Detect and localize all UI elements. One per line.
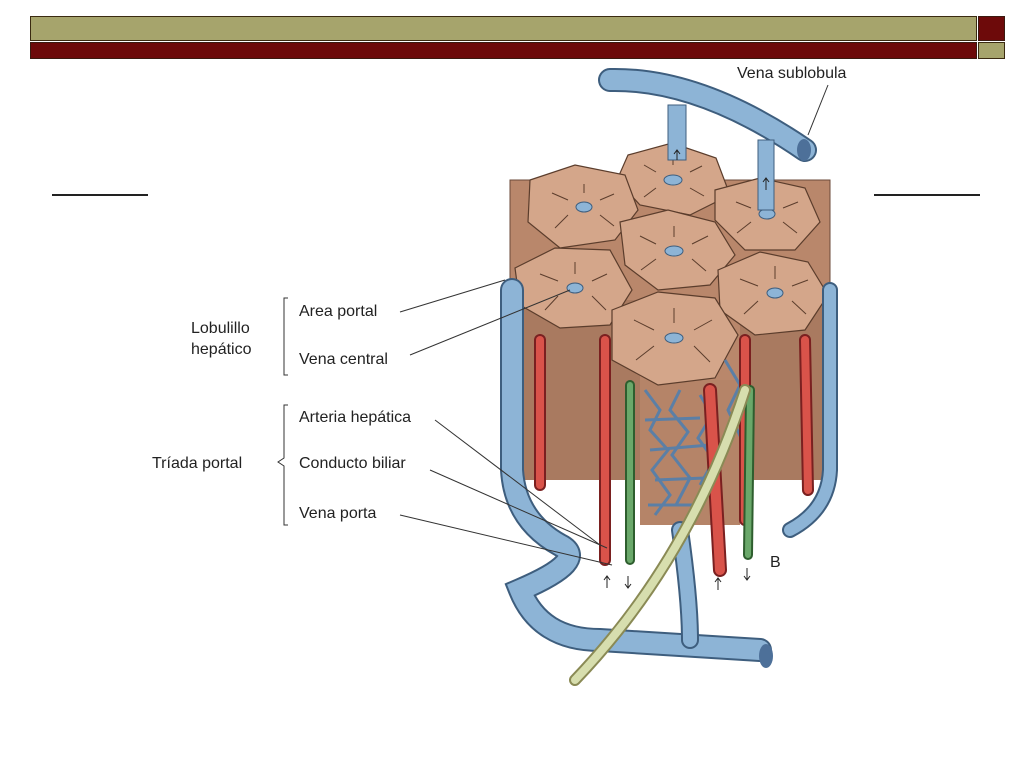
- header-olive-square: [978, 42, 1005, 59]
- central-vein: [566, 282, 584, 294]
- header-maroon-bar: [30, 42, 977, 59]
- label-vena-sublobula: Vena sublobula: [737, 65, 847, 82]
- header-maroon-square: [978, 16, 1005, 41]
- central-vein: [664, 332, 684, 344]
- label-vena-central: Vena central: [299, 351, 388, 368]
- brackets: [277, 297, 288, 526]
- hepatic-cords: [539, 158, 809, 363]
- label-vena-porta: Vena porta: [299, 505, 377, 522]
- header-olive-bar: [30, 16, 977, 41]
- central-vein: [663, 174, 683, 186]
- label-conducto-biliar: Conducto biliar: [299, 455, 406, 472]
- central-vein: [766, 287, 784, 299]
- label-lobulillo-line1: Lobulillo: [191, 320, 250, 337]
- flow-arrows: [603, 149, 770, 590]
- label-arteria-hepatica: Arteria hepática: [299, 409, 411, 426]
- leader-lines: [399, 84, 829, 566]
- bile-ducts: [569, 380, 755, 686]
- label-triada-portal: Tríada portal: [152, 455, 242, 472]
- central-veins: [566, 174, 784, 344]
- portal-vein-branches: [500, 278, 838, 668]
- sublobular-vein: [598, 67, 817, 211]
- central-vein: [575, 201, 593, 213]
- label-lobulillo-line2: hepático: [191, 341, 252, 358]
- label-area-portal: Area portal: [299, 303, 377, 320]
- right-rule: [874, 194, 980, 196]
- slide-header-bar: [30, 16, 1005, 59]
- hepatic-arteries: [534, 334, 814, 577]
- panel-letter: B: [770, 554, 781, 571]
- central-vein: [664, 245, 684, 257]
- left-rule: [52, 194, 148, 196]
